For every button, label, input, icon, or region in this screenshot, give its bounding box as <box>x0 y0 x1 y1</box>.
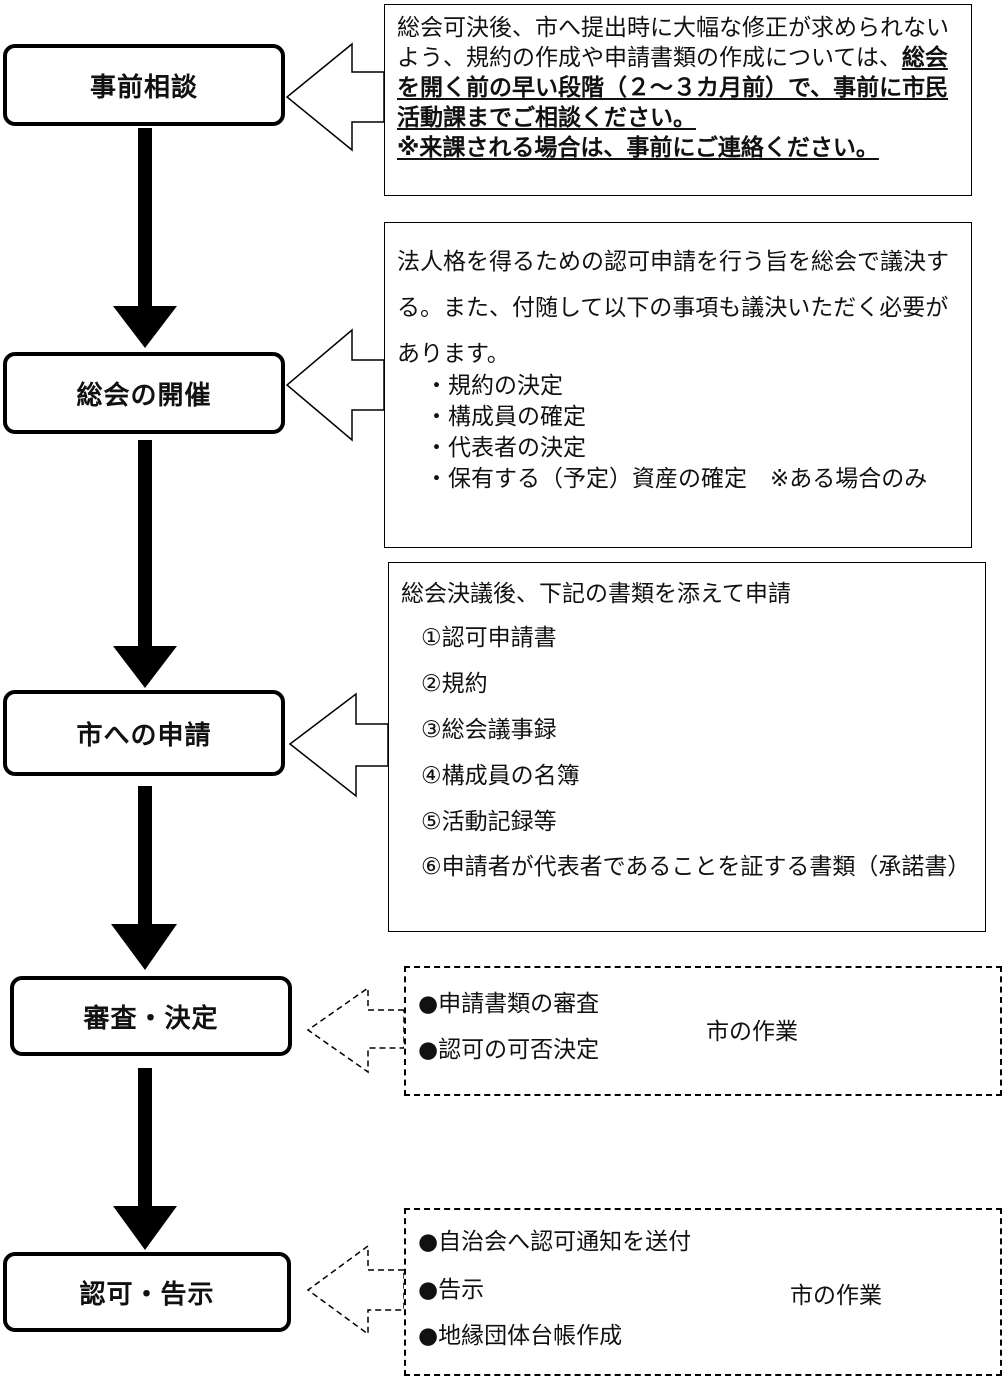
step-label: 総会の開催 <box>76 380 212 411</box>
callout-arrow-approve <box>306 1244 405 1336</box>
step-general-meeting: 総会の開催 <box>3 352 285 434</box>
callout-arrow-meeting <box>285 328 385 442</box>
callout-arrow-consult <box>285 42 385 152</box>
note-consultation: 総会可決後、市へ提出時に大幅な修正が求められないよう、規約の作成や申請書類の作成… <box>384 4 972 196</box>
task-item: ●地縁団体台帳作成 <box>418 1323 623 1349</box>
document-item: ③総会議事録 <box>421 717 557 743</box>
note-emphasis-visit: ※来課される場合は、事前にご連絡ください。 <box>397 135 879 161</box>
note-approval <box>404 1208 1002 1376</box>
note-item: ・代表者の決定 <box>425 435 586 461</box>
task-item: ●申請書類の審査 <box>418 991 600 1017</box>
note-item: ・規約の決定 <box>425 373 563 399</box>
step-consultation: 事前相談 <box>3 44 285 126</box>
callout-arrow-review <box>306 986 405 1074</box>
note-emphasis: 総会を開く前の早い段階（２～３カ月前）で、事前に市民活動課までご相談ください。 <box>397 45 949 131</box>
task-item: ●認可の可否決定 <box>418 1037 600 1063</box>
step-label: 認可・告示 <box>79 1279 215 1310</box>
document-item: ⑥申請者が代表者であることを証する書類（承諾書） <box>421 854 971 880</box>
down-arrow-4 <box>113 1068 177 1250</box>
step-label: 市への申請 <box>76 720 212 751</box>
note-item: ・保有する（予定）資産の確定 ※ある場合のみ <box>425 466 928 492</box>
step-application: 市への申請 <box>3 690 285 776</box>
note-text: 法人格を得るための認可申請を行う旨を総会で議決する。また、付随して以下の事項も議… <box>397 249 949 367</box>
document-item: ②規約 <box>421 671 488 697</box>
note-intro: 総会決議後、下記の書類を添えて申請 <box>401 581 791 607</box>
document-item: ⑤活動記録等 <box>421 809 557 835</box>
task-item: ●自治会へ認可通知を送付 <box>418 1229 692 1255</box>
step-approval-notice: 認可・告示 <box>3 1252 291 1332</box>
document-item: ④構成員の名簿 <box>421 763 580 789</box>
down-arrow-1 <box>113 128 177 348</box>
step-label: 審査・決定 <box>83 1003 219 1034</box>
note-application: 総会決議後、下記の書類を添えて申請 ①認可申請書 ②規約 ③総会議事録 ④構成員… <box>388 562 986 932</box>
task-item: ●告示 <box>418 1277 485 1303</box>
note-review <box>404 966 1002 1096</box>
down-arrow-3 <box>111 786 177 970</box>
document-item: ①認可申請書 <box>421 625 557 651</box>
note-text: 総会可決後、市へ提出時に大幅な修正が求められないよう、規約の作成や申請書類の作成… <box>397 15 949 71</box>
step-label: 事前相談 <box>89 72 198 103</box>
step-review-decision: 審査・決定 <box>10 976 292 1056</box>
city-task-label: 市の作業 <box>790 1283 882 1309</box>
city-task-label: 市の作業 <box>706 1019 798 1045</box>
callout-arrow-apply <box>288 692 389 798</box>
note-general-meeting: 法人格を得るための認可申請を行う旨を総会で議決する。また、付随して以下の事項も議… <box>384 222 972 548</box>
note-item: ・構成員の確定 <box>425 404 586 430</box>
down-arrow-2 <box>113 440 177 688</box>
